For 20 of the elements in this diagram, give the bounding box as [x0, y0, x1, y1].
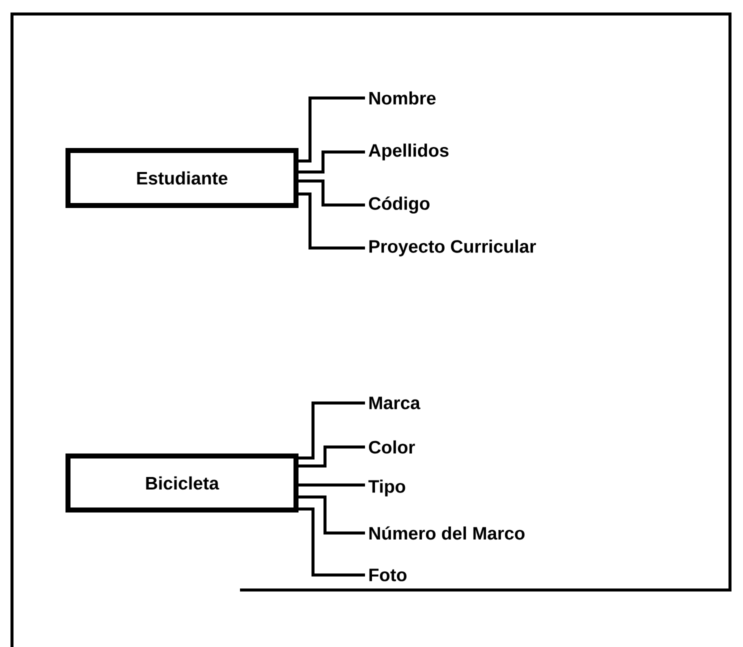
- attribute-label: Tipo: [368, 480, 406, 496]
- attribute-label: Código: [368, 196, 430, 214]
- connector-line: [298, 96, 365, 162]
- connector-line: [298, 496, 365, 534]
- attribute-label: Marca: [369, 396, 420, 410]
- entity-box: Bicicleta: [66, 454, 298, 512]
- attribute-label: Foto: [369, 568, 406, 582]
- attribute-label: Proyecto Curricular: [369, 240, 536, 256]
- connector-line: [298, 402, 365, 460]
- attribute-label: Color: [368, 440, 415, 454]
- connector-line: [298, 484, 365, 486]
- attribute-label: Número del Marco: [369, 526, 524, 540]
- connector-line: [298, 508, 365, 576]
- entity-box: Estudiante: [66, 148, 298, 208]
- attribute-label: Nombre: [369, 91, 436, 105]
- connector-line: [298, 446, 365, 468]
- connector-line: [298, 150, 365, 174]
- attribute-label: Apellidos: [368, 144, 448, 160]
- connector-line: [298, 192, 365, 250]
- connector-line: [298, 180, 365, 206]
